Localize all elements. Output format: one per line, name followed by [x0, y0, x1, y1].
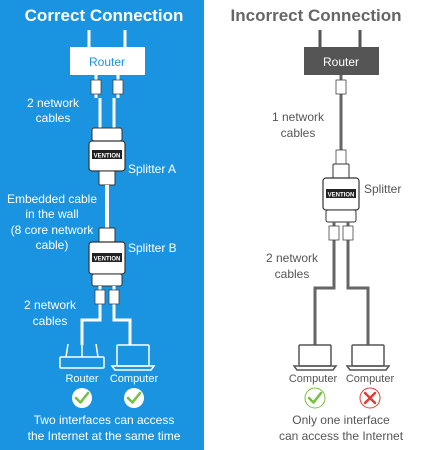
correct-title: Correct Connection — [25, 6, 184, 25]
splitter-b: VENTION — [88, 227, 126, 287]
check-icon — [72, 388, 92, 408]
device2-label: Computer — [110, 373, 159, 385]
router-label: Router — [89, 55, 125, 69]
incorrect-cables-bottom-line2: cables — [275, 267, 310, 281]
router-label: Router — [323, 55, 359, 69]
device1-label: Router — [65, 373, 98, 385]
splitter-b-label: Splitter B — [128, 241, 177, 255]
top-router-device: Router — [70, 30, 145, 75]
incorrect-title: Incorrect Connection — [231, 6, 402, 25]
splitter: VENTION — [322, 163, 360, 223]
splitter-brand: VENTION — [328, 193, 355, 199]
rj45-plug — [335, 79, 347, 95]
splitter-label: Splitter — [364, 182, 401, 196]
embedded-label-line3: (8 core network — [11, 223, 95, 237]
correct-panel: Correct Connection Router 2 network cabl… — [0, 0, 204, 450]
rj45-plug — [335, 149, 347, 165]
incorrect-panel: Incorrect Connection Router 1 network ca… — [204, 0, 426, 450]
rj45-plug — [94, 289, 106, 305]
top-router-device: Router — [304, 30, 379, 75]
laptop-icon — [110, 344, 156, 371]
router-box — [304, 47, 379, 75]
rj45-plug — [90, 79, 102, 95]
rj45-plug — [108, 289, 120, 305]
cross-icon — [359, 387, 381, 409]
incorrect-cables-top-line2: cables — [281, 126, 316, 140]
embedded-label-line1: Embedded cable — [7, 192, 97, 206]
embedded-label-line2: in the wall — [25, 207, 78, 221]
check-icon — [304, 387, 326, 409]
incorrect-caption-line1: Only one interface — [292, 413, 390, 427]
cables-bottom-label-line2: cables — [33, 314, 68, 328]
splitter-a-brand: VENTION — [94, 154, 121, 160]
incorrect-caption-line2: can access the Internet — [279, 429, 404, 443]
cables-bottom-label-line1: 2 network — [24, 298, 77, 312]
cables-top-label-line1: 2 network — [27, 96, 80, 110]
check-icon — [124, 388, 144, 408]
incorrect-cables-top-line1: 1 network — [272, 110, 325, 124]
laptop-icon — [345, 344, 391, 371]
splitter-a-label: Splitter A — [128, 162, 176, 176]
rj45-plug — [328, 225, 340, 241]
splitter-b-brand: VENTION — [94, 257, 121, 263]
rj45-plug — [342, 225, 354, 241]
wireless-router-icon — [59, 343, 105, 369]
laptop-icon — [292, 344, 338, 371]
router-box — [70, 47, 145, 75]
incorrect-cables-bottom-line1: 2 network — [266, 251, 319, 265]
incorrect-device1-label: Computer — [289, 373, 338, 385]
correct-caption-line2: the Internet at the same time — [28, 429, 181, 443]
embedded-label-line4: cable) — [36, 238, 69, 252]
correct-caption-line1: Two interfaces can access — [34, 413, 175, 427]
incorrect-device2-label: Computer — [346, 373, 395, 385]
cables-top-label-line2: cables — [36, 111, 71, 125]
rj45-plug — [112, 79, 124, 95]
splitter-a: VENTION — [88, 127, 126, 186]
